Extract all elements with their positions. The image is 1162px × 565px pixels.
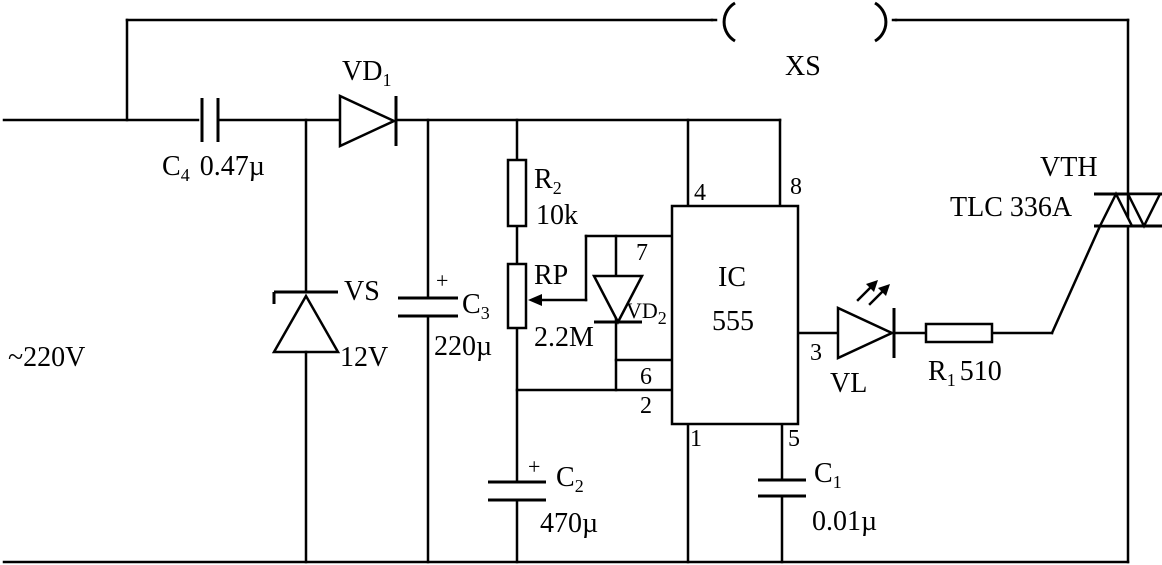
ic-pin-5-label: 5	[788, 426, 800, 452]
capacitor-c3	[398, 296, 458, 318]
zener-diode-vs	[271, 290, 341, 354]
vd1-label: VD1	[342, 56, 391, 90]
socket-xs	[710, 1, 898, 43]
r2-name: R	[534, 164, 553, 195]
vl-label: VL	[830, 368, 867, 399]
diode-vd1	[338, 94, 398, 148]
r2-value-label: 10k	[536, 200, 578, 231]
ic-pin-8-label: 8	[790, 174, 802, 200]
source-voltage-label: ~220V	[8, 342, 85, 373]
capacitor-c4	[200, 98, 220, 142]
ic-pin-7-label: 7	[636, 240, 648, 266]
ic-pin-1-label: 1	[690, 426, 702, 452]
vd2-sub: 2	[658, 308, 667, 328]
potentiometer-rp	[506, 262, 542, 330]
c2-value-label: 470µ	[540, 508, 598, 539]
vth-part-label: TLC 336A	[950, 192, 1073, 223]
c4-name: C	[162, 151, 181, 182]
ic-555	[670, 204, 800, 426]
c2-plus-label: +	[528, 454, 540, 479]
vd2-name: VD	[626, 298, 658, 323]
c1-label: C1	[814, 458, 842, 492]
ic-pin-2-label: 2	[640, 393, 652, 419]
r2-sub: 2	[553, 178, 562, 198]
capacitor-c1	[758, 478, 806, 498]
c2-sub: 2	[575, 476, 584, 496]
diode-vd2	[591, 274, 645, 325]
ic-name-label: IC	[718, 262, 746, 293]
c3-sub: 3	[481, 303, 490, 323]
ic-pin-4-label: 4	[694, 180, 706, 206]
c1-value-label: 0.01µ	[812, 506, 877, 537]
c3-name: C	[462, 289, 481, 320]
c1-sub: 1	[833, 472, 842, 492]
vd2-label: VD2	[626, 298, 667, 328]
ic-part-label: 555	[712, 306, 754, 337]
c1-name: C	[814, 458, 833, 489]
vd1-name: VD	[342, 56, 382, 87]
rp-name-label: RP	[534, 260, 568, 291]
c4-label: C4 0.47µ	[162, 151, 265, 185]
vs-name-label: VS	[344, 276, 380, 307]
resistor-r1	[924, 322, 994, 344]
r1-name: R	[928, 356, 947, 387]
r1-value: 510	[960, 356, 1002, 387]
vth-name-label: VTH	[1040, 152, 1098, 183]
c2-label: C2	[556, 462, 584, 496]
socket-xs-label: XS	[785, 51, 821, 82]
wiring	[2, 18, 1130, 564]
c4-sub: 4	[181, 165, 190, 185]
led-vl	[836, 280, 896, 360]
resistor-r2	[506, 158, 528, 228]
rp-value-label: 2.2M	[534, 322, 594, 353]
r2-label: R2	[534, 164, 562, 198]
capacitor-c2	[488, 480, 546, 502]
c3-label: C3	[462, 289, 490, 323]
triac-vth	[1094, 191, 1162, 229]
r1-sub: 1	[947, 370, 956, 390]
c4-value: 0.47µ	[200, 151, 265, 182]
c2-name: C	[556, 462, 575, 493]
ic-pin-3-label: 3	[810, 340, 822, 366]
vs-value-label: 12V	[340, 342, 388, 373]
c3-value-label: 220µ	[434, 331, 492, 362]
c3-plus-label: +	[436, 268, 448, 293]
vd1-sub: 1	[382, 70, 391, 90]
ic-pin-6-label: 6	[640, 364, 652, 390]
